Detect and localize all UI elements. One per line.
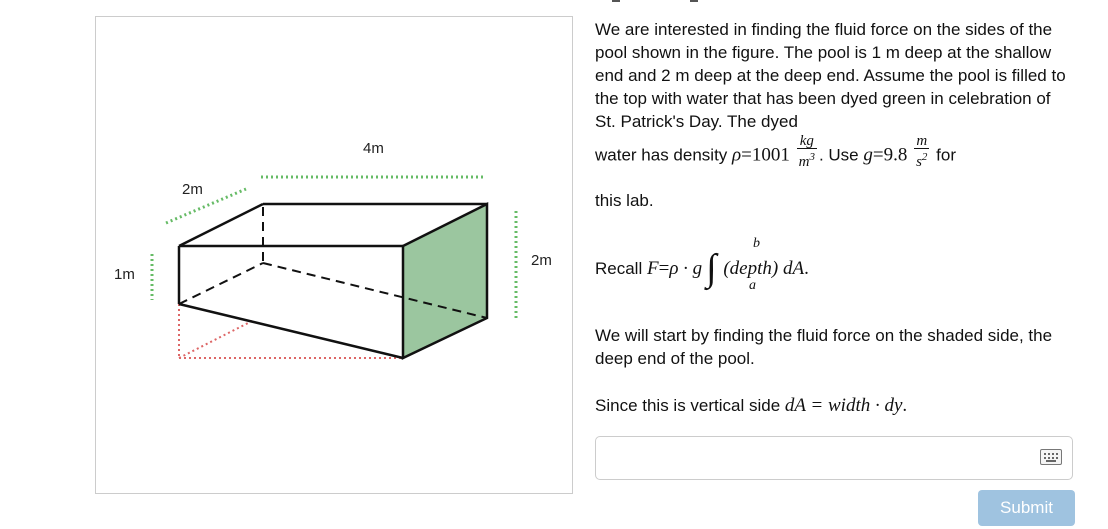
- g-symbol: g: [863, 144, 873, 166]
- density-prefix: water has density: [595, 145, 728, 165]
- pool-figure: 4m 2m 1m 2m: [95, 16, 573, 494]
- density-unit-den-exp: 3: [809, 151, 815, 163]
- page-edge-mark: [690, 0, 698, 4]
- g-value: 9.8: [883, 144, 908, 166]
- g-unit-denominator: s2: [914, 149, 929, 170]
- submit-button[interactable]: Submit: [978, 490, 1075, 526]
- hidden-bottom-edge: [178, 319, 255, 359]
- deep-depth-label: 2m: [531, 252, 552, 269]
- vertical-text: Since this is vertical side: [595, 396, 781, 415]
- lab-text: this lab.: [595, 191, 654, 210]
- g-unit-den-exp: 2: [921, 151, 928, 163]
- length-label: 2m: [182, 181, 203, 198]
- density-value: 1001: [751, 144, 790, 166]
- problem-intro: We are interested in finding the fluid f…: [595, 20, 1066, 131]
- recall-formula: Recall F=ρ · g∫ b a (depth) dA.: [595, 236, 809, 293]
- recall-period: .: [804, 258, 809, 279]
- integral-upper-limit: b: [753, 236, 760, 251]
- page-edge-mark: [612, 0, 620, 4]
- force-symbol: F: [646, 258, 659, 279]
- for-text: for: [936, 145, 956, 165]
- width-label: 4m: [363, 140, 384, 157]
- g-unit-fraction: m s2: [914, 134, 930, 170]
- visible-edge: [178, 302, 404, 360]
- recall-text: Recall: [595, 259, 643, 278]
- answer-input[interactable]: [595, 436, 1073, 480]
- shaded-deep-end-face: [401, 201, 489, 360]
- hidden-bottom-edges: [178, 304, 403, 359]
- g-unit-den-base: s: [916, 154, 922, 170]
- integrand: (depth) dA: [723, 258, 805, 279]
- hidden-edge: [178, 262, 264, 305]
- density-unit-numerator: kg: [796, 134, 817, 149]
- integral-lower-limit: a: [749, 278, 756, 293]
- hidden-edge: [262, 262, 488, 319]
- g-unit-numerator: m: [914, 134, 930, 149]
- shallow-depth-label: 1m: [114, 266, 135, 283]
- pool-diagram: [150, 175, 518, 360]
- visible-edge: [178, 202, 264, 248]
- equals-sign-2: =: [872, 144, 884, 166]
- start-text: We will start by finding the fluid force…: [595, 326, 1053, 368]
- use-text: . Use: [818, 145, 859, 165]
- rho-symbol: ρ: [732, 144, 742, 166]
- vertical-side-line: Since this is vertical side dA = width ·…: [595, 395, 907, 417]
- dA-period: .: [902, 395, 908, 416]
- density-unit-fraction: kg m3: [796, 134, 817, 170]
- equals-sign-3: =: [658, 258, 670, 279]
- equals-sign: =: [741, 144, 752, 166]
- dimension-guides: [150, 175, 518, 319]
- rho-g-expression: ρ · g: [669, 258, 703, 279]
- dA-expression: dA = width · dy: [784, 395, 903, 416]
- keyboard-icon: [1040, 449, 1062, 465]
- density-unit-den-base: m: [798, 154, 810, 170]
- density-unit-denominator: m3: [797, 149, 817, 170]
- integral-sign: ∫: [706, 247, 717, 289]
- keyboard-button[interactable]: [1040, 449, 1062, 465]
- visible-edges: [177, 202, 487, 360]
- hidden-edges: [178, 207, 488, 319]
- density-line: water has density ρ=1001 kg m3 . Use g=9…: [595, 134, 956, 174]
